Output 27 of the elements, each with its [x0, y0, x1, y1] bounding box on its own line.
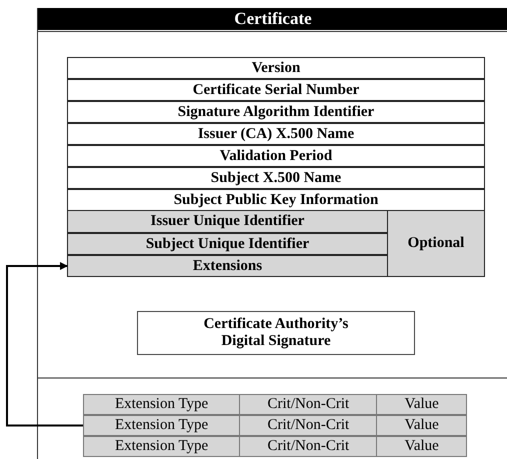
field-row: Signature Algorithm Identifier: [67, 101, 485, 123]
field-row: Issuer Unique Identifier: [67, 210, 388, 233]
table-cell: Crit/Non-Crit: [240, 416, 378, 435]
certificate-frame: [37, 8, 507, 459]
field-row: Extensions: [67, 255, 388, 277]
field-row: Subject X.500 Name: [67, 167, 485, 189]
extension-table-row: [83, 394, 467, 415]
table-cell-text: Value: [404, 395, 440, 414]
field-row: Subject Unique Identifier: [67, 233, 388, 255]
field-row: Certificate Serial Number: [67, 79, 485, 101]
table-cell: Crit/Non-Crit: [240, 395, 378, 414]
table-cell: Extension Type: [84, 437, 240, 456]
field-row: Validation Period: [67, 145, 485, 167]
extension-table-row: [83, 415, 467, 436]
optional-group-cell: Optional: [387, 210, 485, 277]
table-cell-text: Value: [404, 416, 440, 435]
signature-box: Certificate Authority’s Digital Signature: [137, 311, 415, 355]
table-cell: Extension Type: [84, 395, 240, 414]
field-row: Issuer (CA) X.500 Name: [67, 123, 485, 145]
connector-arrow: [6, 262, 83, 426]
table-cell-text: Value: [404, 437, 440, 456]
table-cell: Crit/Non-Crit: [240, 437, 378, 456]
extension-table-row: [83, 436, 467, 457]
field-row: Subject Public Key Information: [67, 189, 485, 211]
table-cell: Extension Type: [84, 416, 240, 435]
certificate-header: Certificate: [38, 8, 507, 30]
field-row: Version: [67, 57, 485, 79]
